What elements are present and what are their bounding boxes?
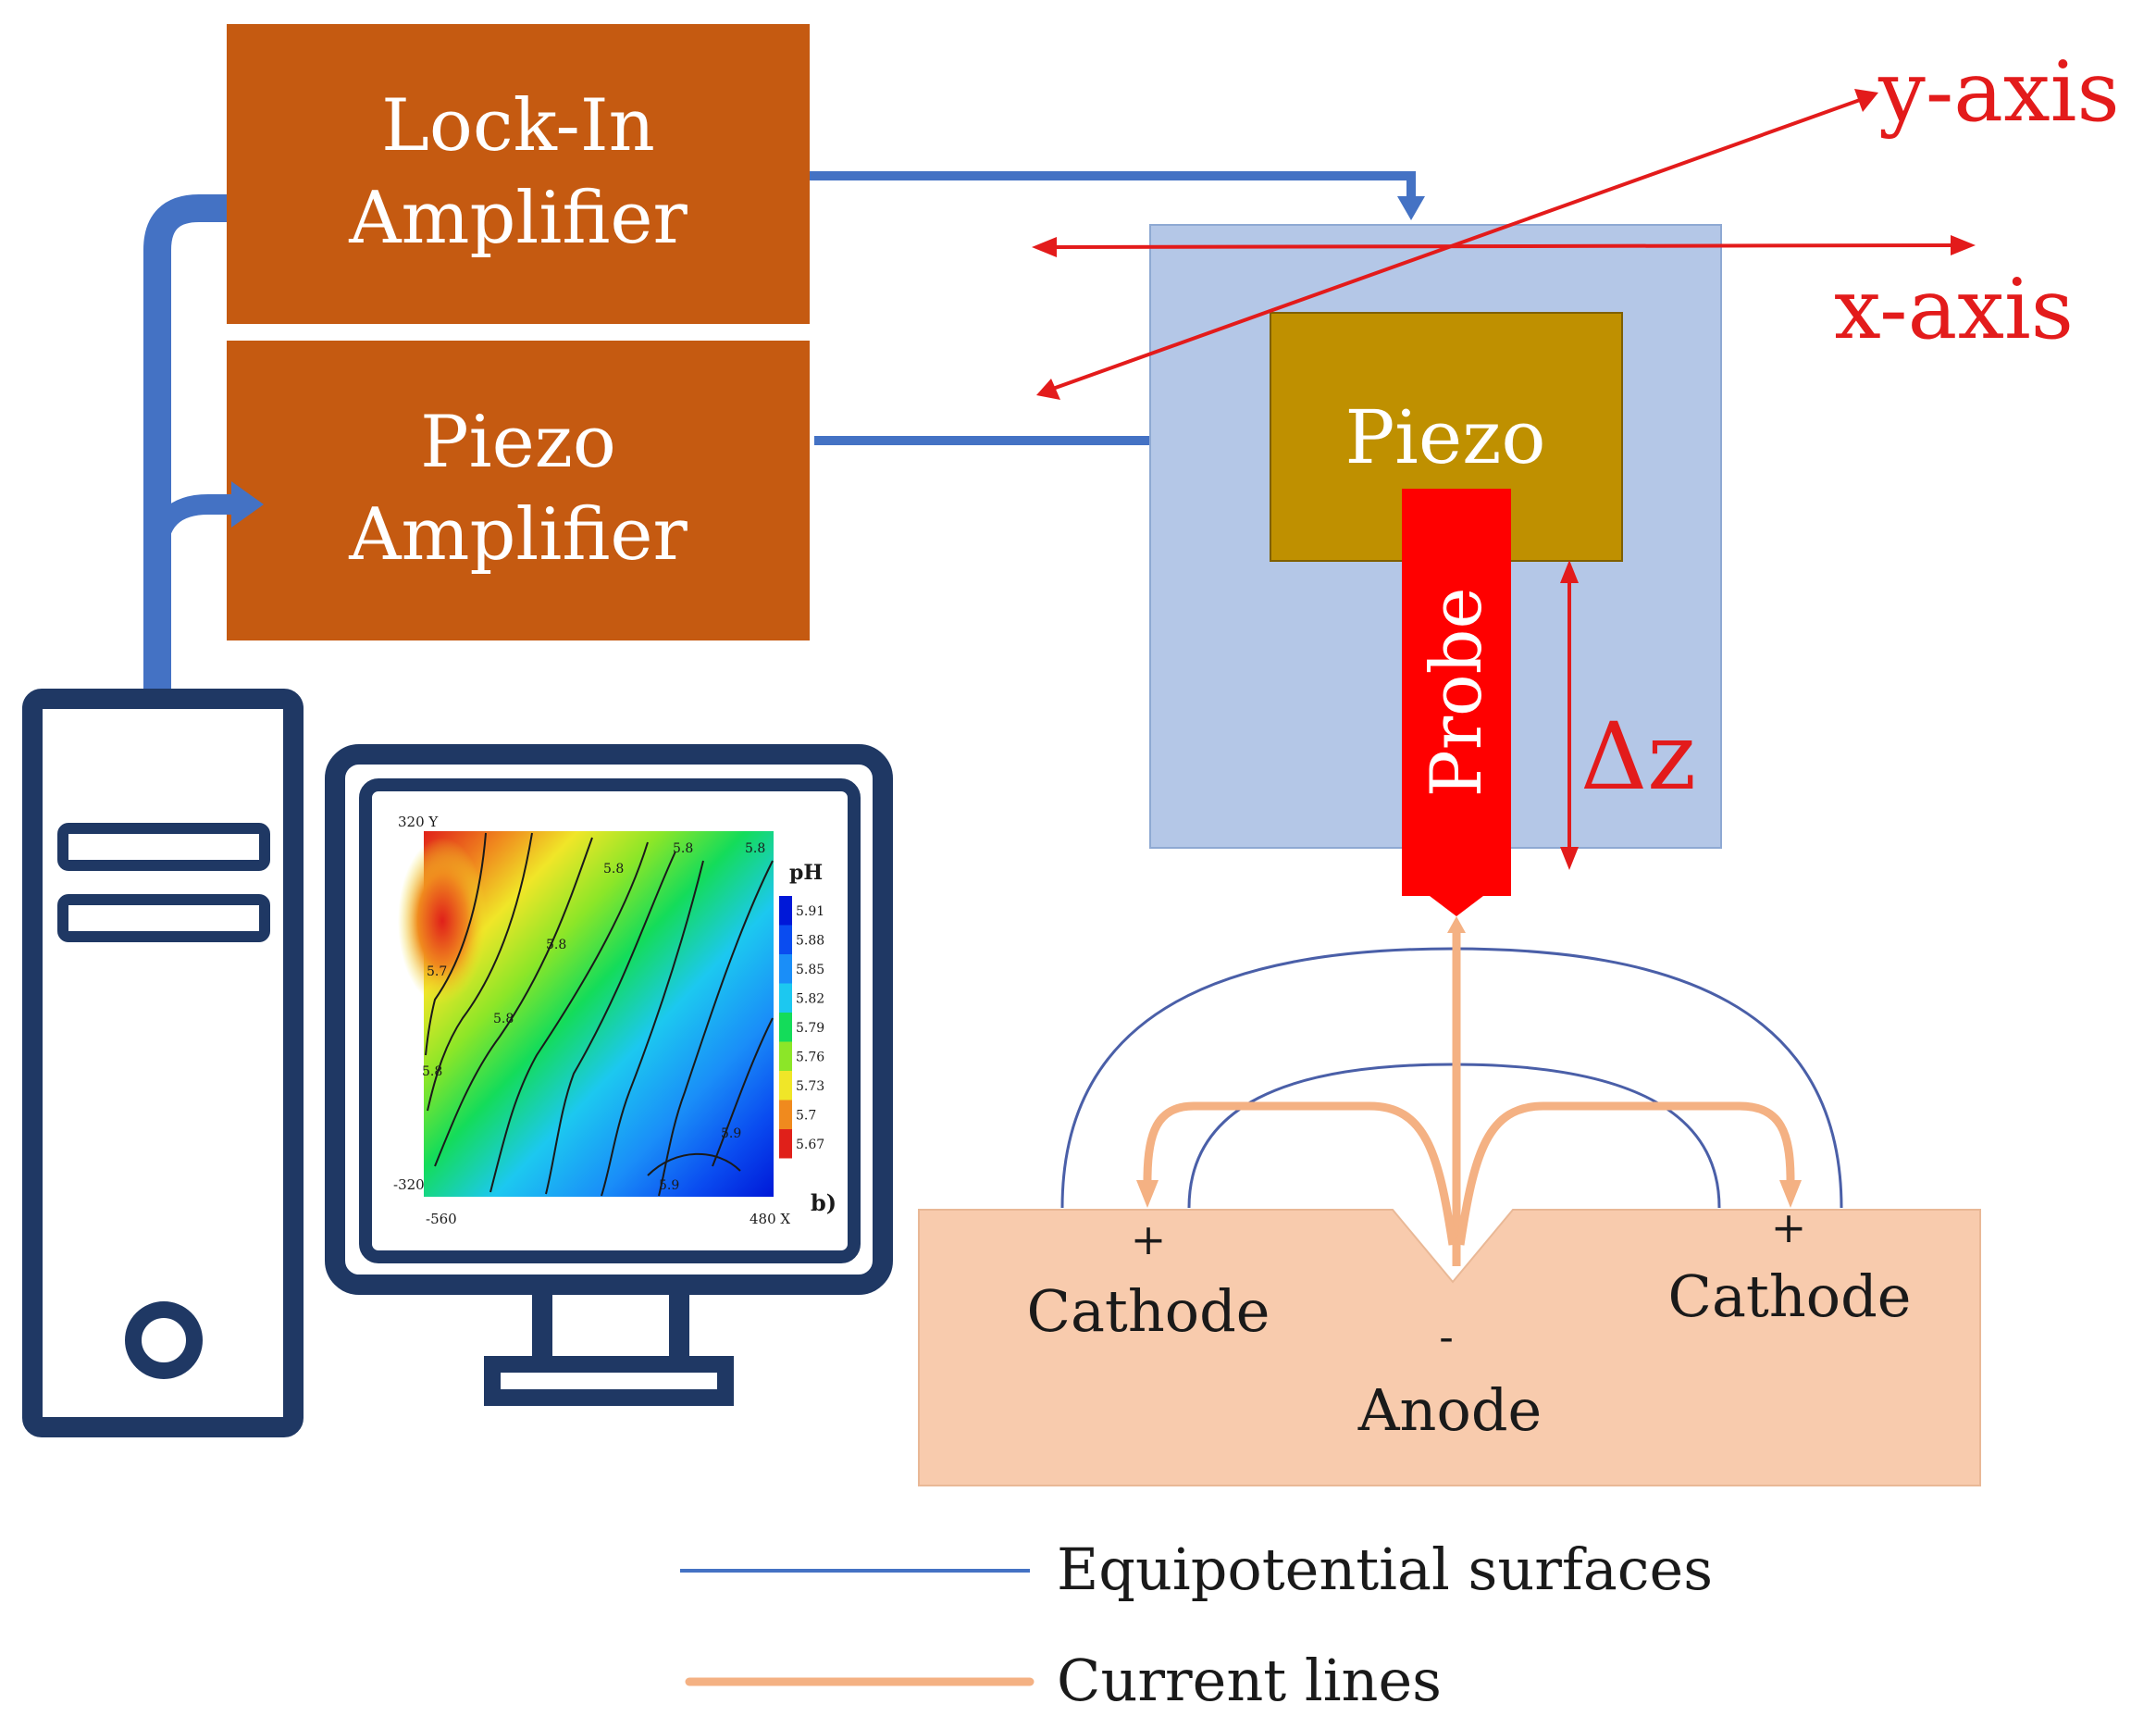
ph-map-hotspot bbox=[398, 838, 487, 1004]
cathode-left-label: Cathode bbox=[1027, 1277, 1270, 1345]
current-arrowhead-left bbox=[1136, 1180, 1159, 1208]
delta-z-label: Δz bbox=[1580, 703, 1696, 811]
contour-label: 5.7 bbox=[427, 964, 447, 979]
ph-map: 5.7 5.8 5.8 5.8 5.8 5.8 5.8 5.9 5.9 320 … bbox=[393, 814, 836, 1227]
equipotential-outer bbox=[1060, 947, 1843, 1209]
piezo-amplifier-label-line1: Piezo bbox=[420, 401, 616, 484]
ph-map-contours bbox=[425, 832, 774, 1197]
ph-scale-swatch bbox=[779, 1071, 792, 1100]
panel-label: b) bbox=[811, 1189, 836, 1216]
lock-in-amplifier-box: Lock-In Amplifier bbox=[227, 24, 810, 324]
ph-scale-value: 5.73 bbox=[796, 1079, 824, 1094]
computer-tower-icon bbox=[22, 689, 304, 1437]
contour-label: 5.9 bbox=[721, 1126, 741, 1141]
ph-scale-value: 5.76 bbox=[796, 1050, 824, 1064]
lock-in-label-line2: Amplifier bbox=[348, 177, 688, 260]
contour-label: 5.9 bbox=[659, 1178, 679, 1193]
current-arrowhead-up bbox=[1447, 916, 1466, 933]
piezo-label: Piezo bbox=[1344, 394, 1545, 480]
legend: Equipotential surfaces Current lines bbox=[680, 1536, 1713, 1714]
map-y-label: 320 Y bbox=[398, 814, 439, 830]
legend-equipotential-label: Equipotential surfaces bbox=[1057, 1536, 1713, 1603]
piezo-amplifier-box: Piezo Amplifier bbox=[227, 341, 810, 640]
cable-arrowhead bbox=[231, 481, 264, 528]
legend-current-label: Current lines bbox=[1057, 1647, 1442, 1711]
dz-arrow bbox=[1560, 560, 1579, 870]
plus-sign-right: + bbox=[1771, 1202, 1807, 1252]
minus-sign: - bbox=[1439, 1312, 1454, 1362]
y-axis-arrow bbox=[1036, 89, 1878, 400]
ph-scale-swatch bbox=[779, 896, 792, 926]
ph-map-contour-labels: 5.7 5.8 5.8 5.8 5.8 5.8 5.8 5.9 5.9 bbox=[422, 841, 765, 1193]
ph-scale-value: 5.79 bbox=[796, 1021, 824, 1036]
lock-in-label-line1: Lock-In bbox=[381, 84, 655, 168]
equipotential-lines bbox=[1060, 947, 1843, 1209]
ph-map-axis-labels: 320 Y -320 -560 480 X bbox=[393, 814, 790, 1227]
ph-scale-swatch bbox=[779, 1013, 792, 1042]
ph-scale-value: 5.85 bbox=[796, 963, 824, 977]
current-line-right bbox=[1456, 1101, 1795, 1246]
x-axis-label: x-axis bbox=[1834, 261, 2074, 358]
ph-scale-value: 5.67 bbox=[796, 1138, 824, 1152]
current-lines bbox=[1143, 928, 1795, 1266]
ph-scale-swatch bbox=[779, 1129, 792, 1159]
ph-scale-value: 5.82 bbox=[796, 991, 824, 1006]
contour-label: 5.8 bbox=[422, 1064, 442, 1079]
map-x-max: 480 X bbox=[750, 1211, 790, 1227]
ph-scale-swatch bbox=[779, 954, 792, 984]
map-y-min: -320 bbox=[393, 1176, 425, 1193]
ph-color-scale: 5.91 5.88 5.85 5.82 5.79 5.76 5.73 5.7 5.67 bbox=[779, 896, 824, 1159]
monitor-icon bbox=[325, 744, 893, 1406]
contour-label: 5.8 bbox=[603, 862, 624, 877]
sample-block bbox=[918, 1209, 1981, 1486]
probe-label: Probe bbox=[1415, 588, 1497, 798]
ph-scale-swatch bbox=[779, 1041, 792, 1071]
anode-label: Anode bbox=[1357, 1376, 1542, 1444]
piezo-amplifier-label-line2: Amplifier bbox=[348, 493, 688, 577]
ph-scale-swatch bbox=[779, 1100, 792, 1129]
lock-in-signal-cable bbox=[810, 171, 1425, 220]
probe-tip bbox=[1430, 896, 1483, 916]
x-axis-arrow bbox=[1032, 235, 1976, 257]
current-line-left bbox=[1143, 1101, 1457, 1246]
ph-scale-swatch bbox=[779, 983, 792, 1013]
probe: Probe bbox=[1402, 489, 1511, 916]
ph-scale-value: 5.7 bbox=[796, 1108, 816, 1123]
contour-label: 5.8 bbox=[673, 841, 693, 856]
ph-scale-value: 5.91 bbox=[796, 904, 824, 919]
lock-in-cable-arrowhead bbox=[1397, 196, 1425, 220]
contour-label: 5.8 bbox=[745, 841, 765, 856]
plus-sign-left: + bbox=[1131, 1214, 1167, 1264]
ph-scale-value: 5.88 bbox=[796, 933, 824, 948]
map-x-min: -560 bbox=[426, 1211, 457, 1227]
computer-cable bbox=[143, 194, 264, 699]
current-arrowhead-right bbox=[1779, 1180, 1802, 1208]
ph-unit-label: pH bbox=[789, 861, 823, 885]
y-axis-label: y-axis bbox=[1877, 44, 2120, 141]
cathode-right-label: Cathode bbox=[1668, 1262, 1912, 1330]
ph-scale-swatch bbox=[779, 925, 792, 954]
contour-label: 5.8 bbox=[546, 938, 566, 952]
contour-label: 5.8 bbox=[493, 1012, 514, 1026]
